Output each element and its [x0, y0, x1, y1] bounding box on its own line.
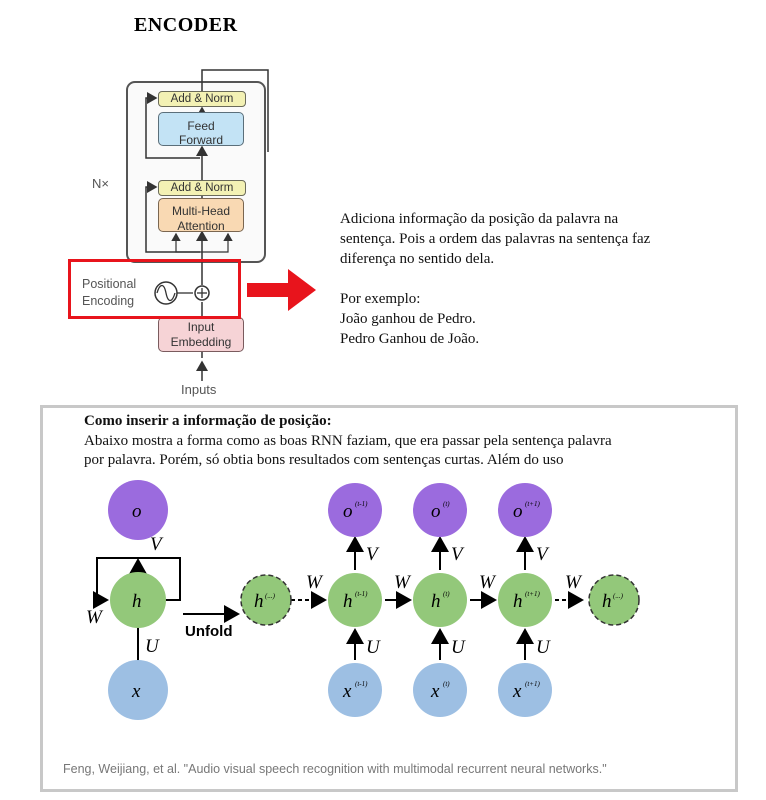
multi-head-attention-block: Multi-Head Attention: [158, 198, 244, 233]
v-label: V: [451, 544, 465, 565]
hidden-node: [110, 572, 166, 628]
description-line: diferença no sentido dela.: [340, 251, 495, 267]
output-node: [498, 483, 552, 537]
output-label: o: [343, 501, 353, 522]
add-norm-top: Add & Norm: [158, 91, 246, 107]
output-sup: (t): [443, 500, 450, 508]
rnn-heading: Como inserir a informação de posição:: [84, 413, 332, 429]
hidden-prev-label: h: [254, 591, 264, 612]
output-label: o: [431, 501, 441, 522]
rnn-diagram: o h x V U W Unfold h (...) h (...) o (t-…: [86, 480, 640, 720]
add-norm-bottom: Add & Norm: [158, 180, 246, 196]
positional-encoding-highlight: [68, 259, 241, 319]
red-arrow-icon: [247, 269, 316, 311]
hidden-node-next: [588, 574, 640, 626]
input-node: [498, 663, 552, 717]
input-sup: (t+1): [525, 680, 540, 688]
input-embedding-block: Input Embedding: [158, 317, 244, 352]
folded-output-label: o: [132, 501, 142, 522]
rnn-description-line: por palavra. Porém, só obtia bons result…: [84, 452, 564, 468]
feed-forward-line1: Feed: [187, 119, 215, 133]
output-sup: (t-1): [355, 500, 368, 508]
hidden-sup: (t+1): [525, 590, 540, 598]
output-node: [413, 483, 467, 537]
example-line: Pedro Ganhou de João.: [340, 331, 480, 347]
output-node: [108, 480, 168, 540]
output-sup: (t+1): [525, 500, 540, 508]
hidden-next-sup: (...): [613, 592, 624, 600]
example-line: João ganhou de Pedro.: [340, 311, 476, 327]
input-label: x: [512, 681, 522, 702]
hidden-label: h: [343, 591, 353, 612]
v-label: V: [536, 544, 550, 565]
positional-encoding-label: Positional Encoding: [82, 276, 136, 310]
description-line: Adiciona informação da posição da palavr…: [340, 211, 619, 227]
hidden-label: h: [431, 591, 441, 612]
description-line: sentença. Pois a ordem das palavras na s…: [340, 231, 651, 247]
hidden-sup: (t): [443, 590, 450, 598]
hidden-next-label: h: [602, 591, 612, 612]
input-sup: (t-1): [355, 680, 368, 688]
output-node: [328, 483, 382, 537]
multi-head-line2: Attention: [177, 219, 225, 233]
u-label: U: [366, 637, 381, 658]
example-heading: Por exemplo:: [340, 291, 421, 307]
nx-label: N×: [92, 176, 109, 191]
u-label: U: [536, 637, 551, 658]
w-label: W: [479, 572, 497, 593]
folded-v-label: V: [150, 534, 164, 555]
w-label: W: [394, 572, 412, 593]
input-node: [413, 663, 467, 717]
rnn-description: Abaixo mostra a forma como as boas RNN f…: [84, 432, 724, 470]
encoder-title: ENCODER: [134, 14, 238, 36]
hidden-node: [498, 573, 552, 627]
v-label: V: [366, 544, 380, 565]
unfold-label: Unfold: [185, 623, 232, 640]
output-label: o: [513, 501, 523, 522]
w-label: W: [306, 572, 324, 593]
input-label: x: [342, 681, 352, 702]
input-embedding-line2: Embedding: [170, 335, 232, 349]
multi-head-line1: Multi-Head: [171, 204, 231, 218]
folded-input-label: x: [131, 681, 141, 702]
inputs-label: Inputs: [181, 382, 217, 397]
input-node: [108, 660, 168, 720]
w-label: W: [565, 572, 583, 593]
feed-forward-block: Feed Forward: [158, 112, 244, 147]
folded-u-label: U: [145, 636, 160, 657]
hidden-node: [328, 573, 382, 627]
hidden-sup: (t-1): [355, 590, 368, 598]
hidden-label: h: [513, 591, 523, 612]
folded-hidden-label: h: [132, 591, 142, 612]
hidden-prev-sup: (...): [265, 592, 276, 600]
positional-encoding-line2: Encoding: [82, 294, 135, 308]
hidden-node-prev: [240, 574, 292, 626]
u-label: U: [451, 637, 466, 658]
input-label: x: [430, 681, 440, 702]
encoder-connectors: [145, 69, 316, 381]
input-sup: (t): [443, 680, 450, 688]
positional-encoding-line1: Positional: [82, 277, 137, 291]
folded-w-label: W: [86, 607, 104, 628]
feed-forward-line2: Forward: [178, 133, 223, 147]
description-text: Adiciona informação da posição da palavr…: [340, 209, 760, 349]
input-embedding-line1: Input: [187, 320, 215, 334]
citation-caption: Feng, Weijiang, et al. "Audio visual spe…: [63, 762, 607, 776]
hidden-node: [413, 573, 467, 627]
input-node: [328, 663, 382, 717]
rnn-description-line: Abaixo mostra a forma como as boas RNN f…: [84, 433, 612, 449]
